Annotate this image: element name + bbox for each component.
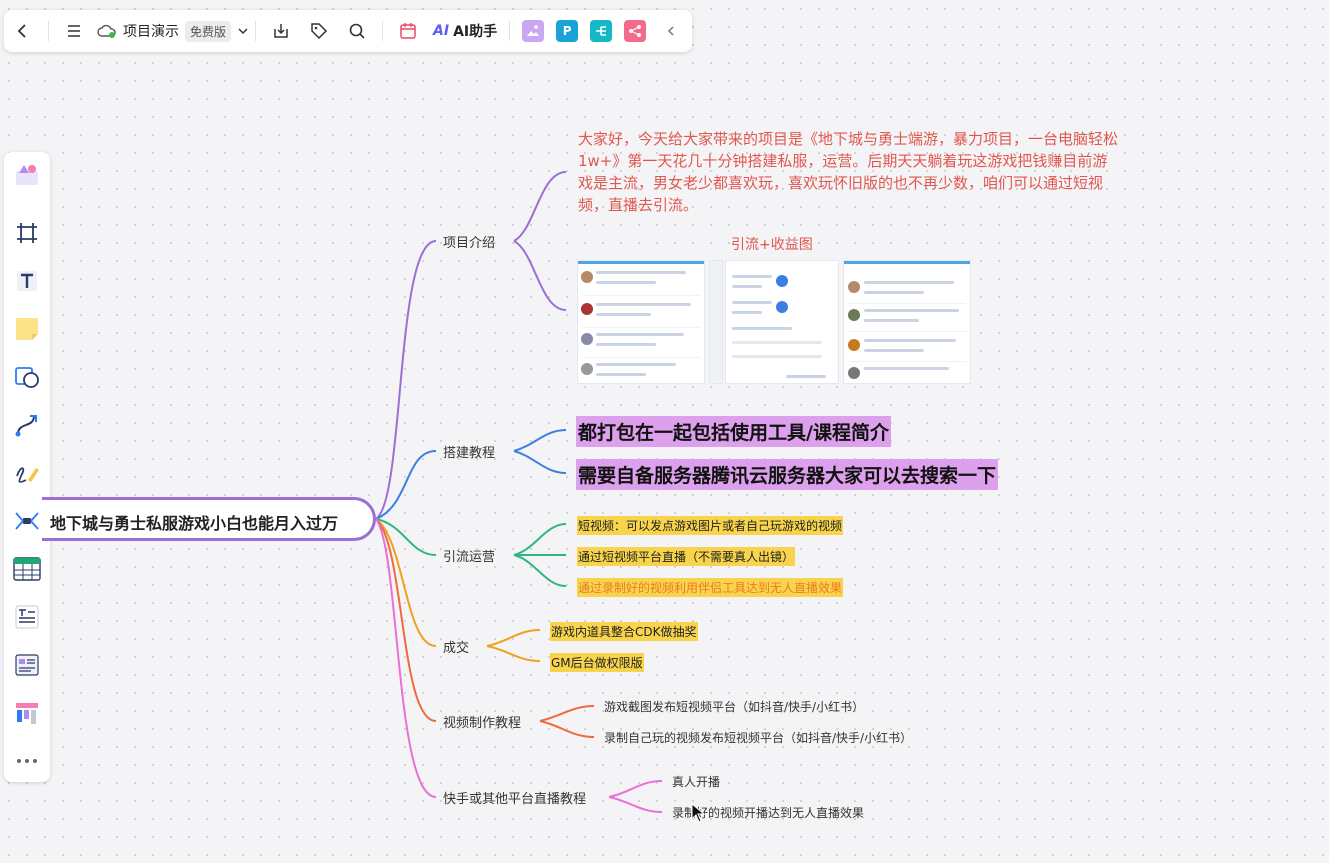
branch-intro[interactable]: 项目介绍 — [443, 236, 496, 251]
edge-live-2 — [608, 796, 663, 813]
tag-icon[interactable] — [305, 17, 333, 45]
edge-video-1 — [539, 705, 595, 722]
edge-build-1 — [513, 429, 567, 452]
toolbar-divider — [509, 21, 511, 41]
card-icon[interactable] — [12, 650, 42, 680]
p-plugin-icon[interactable]: P — [556, 20, 579, 42]
edge-intro-text — [513, 171, 567, 242]
connector-icon[interactable] — [12, 410, 42, 440]
branch-traffic[interactable]: 引流运营 — [443, 550, 496, 565]
edge-live-1 — [608, 780, 663, 798]
intro-image-caption: 引流+收益图 — [731, 237, 813, 253]
toolbar-divider — [255, 21, 257, 41]
hamburger-menu-icon[interactable] — [60, 17, 88, 45]
traffic-income-screenshot[interactable] — [577, 260, 971, 386]
search-icon[interactable] — [343, 17, 371, 45]
branch-deal[interactable]: 成交 — [443, 641, 470, 656]
live-item-2[interactable]: 录制好的视频开播达到无人直播效果 — [672, 806, 865, 820]
back-icon[interactable] — [9, 17, 37, 45]
edge-intro-image — [513, 240, 567, 311]
deal-item-2[interactable]: GM后台做权限版 — [550, 653, 644, 672]
branch-live[interactable]: 快手或其他平台直播教程 — [443, 792, 587, 807]
frame-icon[interactable] — [12, 218, 42, 248]
ai-logo-icon: AI — [433, 23, 450, 39]
edge-deal-2 — [486, 645, 541, 662]
cloud-sync-icon — [97, 24, 116, 38]
text-block-icon[interactable] — [12, 602, 42, 632]
sticky-note-icon[interactable] — [12, 314, 42, 344]
mindmap-root-node[interactable]: 地下城与勇士私服游戏小白也能月入过万 — [42, 497, 376, 541]
plan-badge: 免费版 — [185, 20, 232, 42]
mouse-cursor-icon — [691, 803, 705, 823]
mindmap-plugin-icon[interactable] — [624, 20, 647, 42]
edge-traffic-3 — [513, 554, 567, 587]
edge-deal-1 — [486, 629, 541, 647]
tool-palette — [4, 152, 50, 782]
traffic-item-1[interactable]: 短视频：可以发点游戏图片或者自己玩游戏的视频 — [577, 516, 844, 535]
edge-build-2 — [513, 450, 567, 474]
intro-description[interactable]: 大家好，今天给大家带来的项目是《地下城与勇士端游，暴力项目，一台电脑轻松1w+》… — [578, 130, 1119, 214]
mindmap-icon[interactable] — [12, 506, 42, 536]
edge-deal — [375, 518, 437, 647]
collapse-toolbar-icon[interactable] — [657, 17, 685, 45]
download-icon[interactable] — [267, 17, 295, 45]
image-plugin-icon[interactable] — [522, 20, 545, 42]
kanban-icon[interactable] — [12, 698, 42, 728]
document-title-group[interactable]: 项目演示 免费版 — [97, 20, 249, 42]
more-tools-icon[interactable] — [12, 746, 42, 776]
build-item-1[interactable]: 都打包在一起包括使用工具/课程简介 — [576, 416, 891, 447]
chevron-down-icon[interactable] — [237, 25, 249, 37]
edge-video-2 — [539, 720, 595, 738]
video-item-1[interactable]: 游戏截图发布短视频平台（如抖音/快手/小红书） — [604, 700, 865, 714]
templates-icon[interactable] — [12, 160, 42, 190]
thumb-panel-messages — [577, 260, 705, 384]
branch-build[interactable]: 搭建教程 — [443, 446, 496, 461]
toolbar-divider — [48, 21, 49, 41]
branch-video[interactable]: 视频制作教程 — [443, 716, 522, 731]
edge-intro — [375, 240, 437, 520]
calendar-icon[interactable] — [394, 17, 422, 45]
edge-build — [375, 450, 437, 520]
top-toolbar: 项目演示 免费版 AI AI助手 P — [4, 10, 692, 52]
edge-traffic — [375, 518, 437, 556]
text-icon[interactable] — [12, 266, 42, 296]
video-item-2[interactable]: 录制自己玩的视频发布短视频平台（如抖音/快手/小红书） — [604, 731, 913, 745]
build-item-2[interactable]: 需要自备服务器腾讯云服务器大家可以去搜索一下 — [576, 459, 999, 490]
edge-video — [375, 518, 437, 722]
table-icon[interactable] — [12, 554, 42, 584]
deal-item-1[interactable]: 游戏内道具整合CDK做抽奖 — [550, 622, 698, 641]
ai-assistant-button[interactable]: AI AI助手 — [433, 21, 497, 41]
traffic-item-3[interactable]: 通过录制好的视频利用伴侣工具达到无人直播效果 — [577, 578, 844, 597]
traffic-item-2[interactable]: 通过短视频平台直播（不需要真人出镜） — [577, 547, 796, 566]
shape-icon[interactable] — [12, 362, 42, 392]
thumb-scrollbar — [709, 260, 723, 384]
flow-plugin-icon[interactable] — [590, 20, 613, 42]
pen-icon[interactable] — [12, 458, 42, 488]
ai-assistant-label: AI助手 — [453, 24, 498, 40]
edge-live — [375, 518, 437, 798]
document-title[interactable]: 项目演示 — [123, 24, 179, 40]
toolbar-divider — [382, 21, 384, 41]
live-item-1[interactable]: 真人开播 — [672, 775, 721, 789]
thumb-panel-list — [843, 260, 971, 384]
thumb-panel-stats — [725, 260, 839, 384]
edge-traffic-1 — [513, 523, 567, 556]
